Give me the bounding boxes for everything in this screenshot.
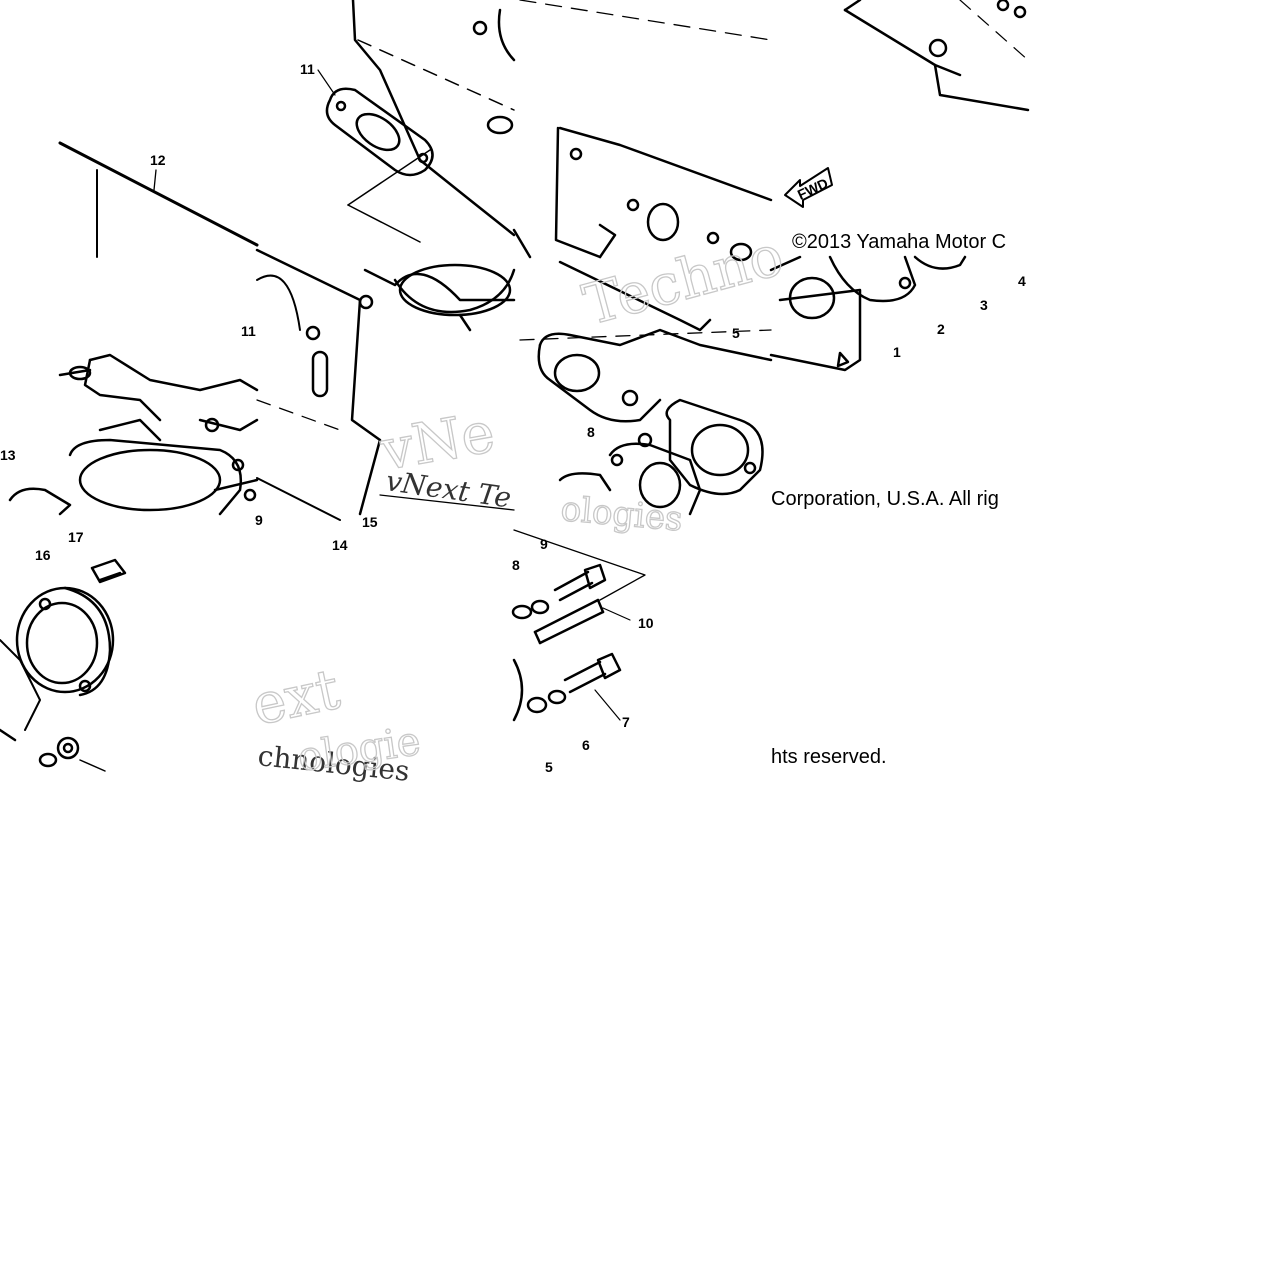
watermark: Techno vNe vNext Te ologies ext chnologi…: [246, 222, 791, 787]
copyright-line-1: ©2013 Yamaha Motor C: [792, 231, 1006, 253]
callout-9-partial: 9: [255, 512, 263, 528]
nut-icon: [38, 736, 80, 768]
watermark-ext: ext: [246, 657, 345, 739]
fwd-label: FWD: [795, 175, 831, 203]
tile-middle-center: [255, 248, 516, 521]
callout-16: 16: [35, 547, 51, 563]
callout-17: 17: [68, 529, 84, 545]
callout-2: 2: [937, 321, 945, 337]
callout-7: 7: [622, 714, 630, 730]
flange-16: [15, 586, 115, 697]
copyright-line-2: Corporation, U.S.A. All rig: [771, 488, 999, 510]
tile-upper-far-right: [784, 0, 1030, 208]
copyright-line-3: hts reserved.: [771, 746, 887, 768]
callout-1: 1: [893, 344, 901, 360]
callout-13: 13: [0, 447, 16, 463]
tile-middle-right: [519, 260, 773, 516]
tile-upper-right: [512, 0, 773, 262]
watermark-vnext-te: vNext Te: [384, 464, 513, 514]
bolt-7: [563, 652, 622, 694]
callout-8-partial: 8: [512, 557, 520, 573]
callout-10: 10: [638, 615, 654, 631]
copyright-notice: ©2013 Yamaha Motor C Corporation, U.S.A.…: [771, 231, 1006, 768]
washer-6: [526, 689, 567, 714]
gasket-11: [325, 87, 434, 177]
callout-14: 14: [332, 537, 348, 553]
callout-9: 9: [540, 536, 548, 552]
callout-12: 12: [150, 152, 166, 168]
callout-5: 5: [732, 325, 740, 341]
tile-lower-right: [511, 529, 646, 722]
callout-11-partial: 11: [241, 323, 256, 339]
callout-5-partial: 5: [545, 759, 553, 775]
tile-upper-left: [58, 141, 259, 258]
callout-15: 15: [362, 514, 378, 530]
callout-11: 11: [300, 61, 315, 77]
callout-4: 4: [1018, 273, 1026, 289]
bolt-17: [90, 558, 127, 584]
watermark-ologies: ologies: [559, 489, 684, 539]
callout-3: 3: [980, 297, 988, 313]
tile-upper-center: [317, 0, 516, 243]
callout-numbers: 1 2 3 4 5 6 7 8 9 10 11 12 13 14 15 16 1…: [0, 61, 1026, 775]
callout-6: 6: [582, 737, 590, 753]
tile-lower-left: [0, 558, 127, 772]
tile-middle-left: [8, 353, 259, 516]
tile-middle-far-right: [769, 255, 967, 372]
washer-icon: [511, 599, 550, 620]
stud-10: [533, 598, 605, 645]
bolt-9: [553, 563, 607, 602]
callout-8: 8: [587, 424, 595, 440]
fwd-arrow-icon: [784, 167, 833, 208]
